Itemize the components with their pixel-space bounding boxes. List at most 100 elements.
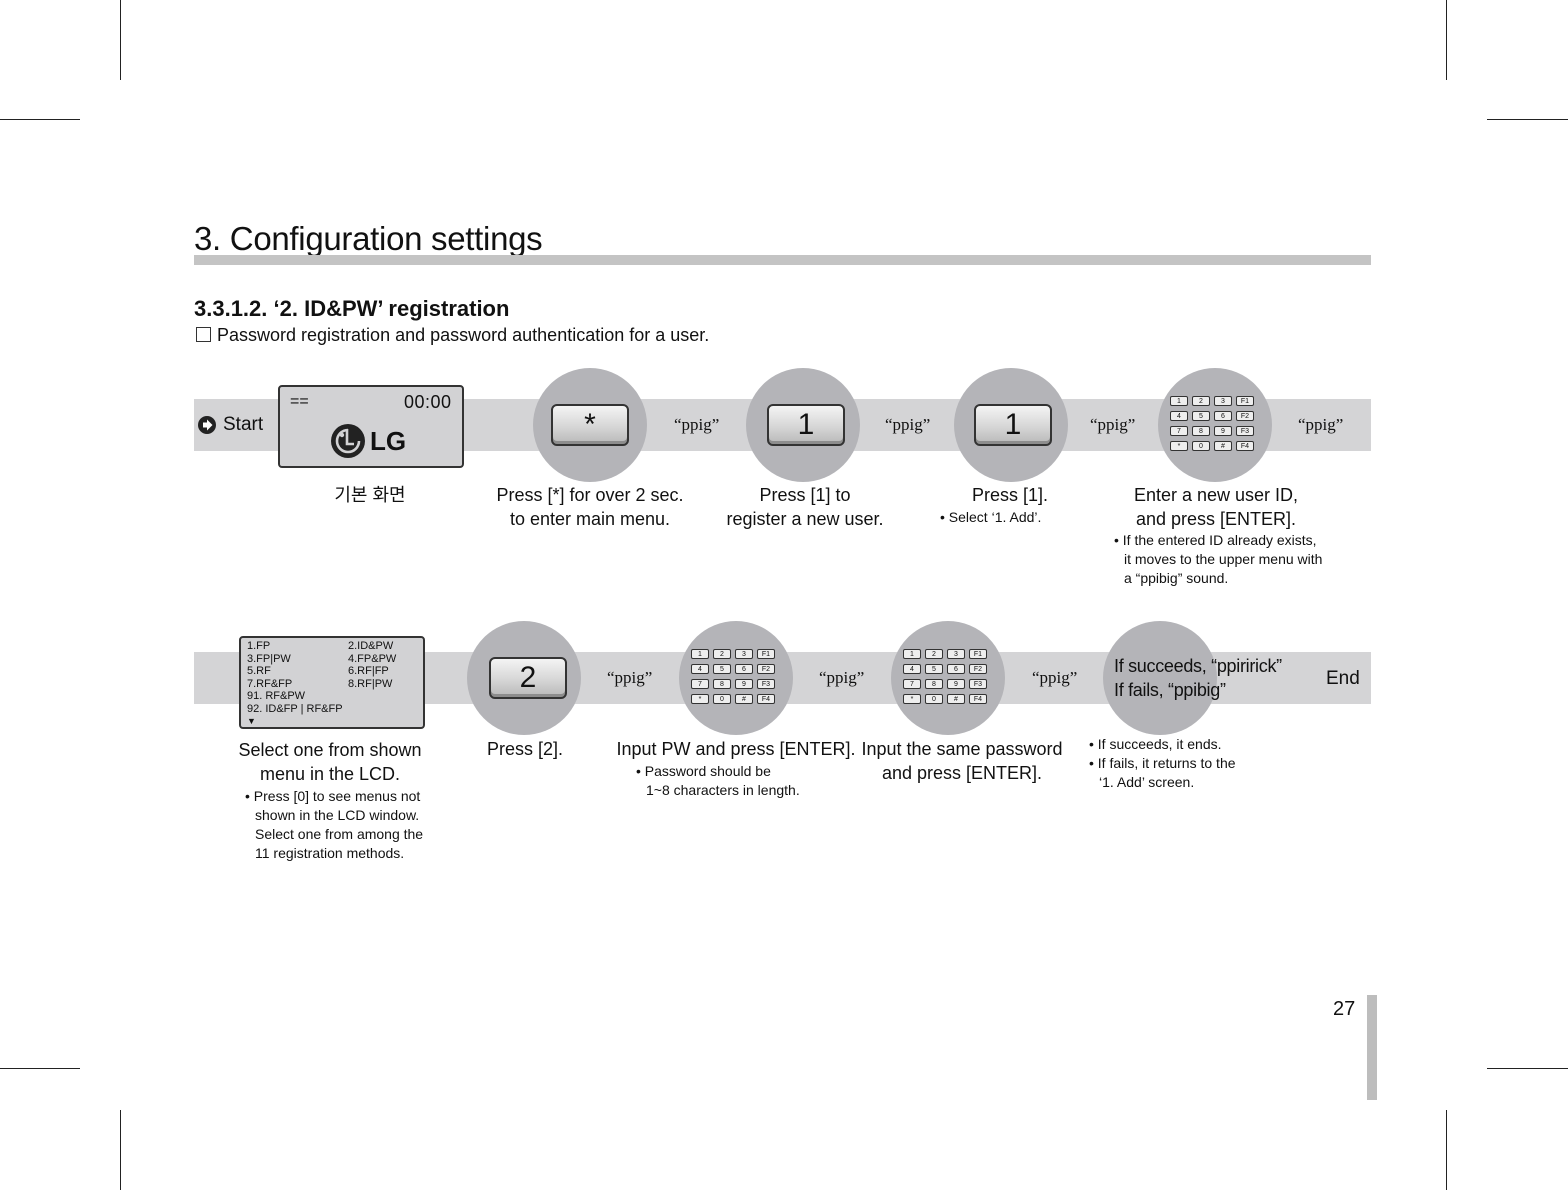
step-note: • Select ‘1. Add’. [940, 509, 1042, 525]
crop-mark [0, 1068, 80, 1069]
result-line: If succeeds, “ppiririck” [1114, 656, 1282, 676]
lg-logo-text: LG [370, 425, 407, 456]
lg-face-icon [331, 424, 365, 458]
keypad-key: 7 [903, 679, 921, 689]
keypad-key: # [1214, 441, 1232, 451]
keypad-key: 2 [713, 649, 731, 659]
end-label: End [1326, 668, 1360, 689]
note-line: Select one from among the [255, 826, 424, 842]
keypad-key: F1 [969, 649, 987, 659]
description-text: Password registration and password authe… [217, 325, 710, 345]
keypad-key: 1 [1170, 396, 1188, 406]
keypad-key: 0 [1192, 441, 1210, 451]
note-line: • If succeeds, it ends. [1089, 736, 1222, 752]
keypad-key: 1 [903, 649, 921, 659]
keypad-key: F4 [1236, 441, 1254, 451]
keypad-key: F3 [969, 679, 987, 689]
keypad-key: 4 [1170, 411, 1188, 421]
keypad-key: 7 [691, 679, 709, 689]
crop-mark [120, 0, 121, 80]
beep-label: “ppig” [1090, 415, 1136, 434]
step-caption: Press [2]. [486, 739, 564, 759]
beep-label: “ppig” [674, 415, 720, 434]
menu-caption: Select one from shown menu in the LCD. [210, 738, 450, 786]
menu-item: 2.ID&PW [348, 640, 394, 652]
result-line: If fails, “ppibig” [1114, 680, 1226, 700]
title-divider [194, 255, 1371, 265]
caption-line: register a new user. [726, 509, 884, 529]
note-line: 1~8 characters in length. [646, 782, 800, 798]
keypad-key: F2 [969, 664, 987, 674]
note-line: a “ppibig” sound. [1124, 570, 1229, 586]
keypad-key: F1 [757, 649, 775, 659]
keypad-key: 5 [925, 664, 943, 674]
menu-item: 7.RF&FP [247, 677, 293, 690]
section-description: Password registration and password authe… [196, 325, 709, 346]
menu-item: 8.RF|PW [348, 677, 393, 690]
menu-item: 91. RF&PW [247, 690, 306, 702]
caption-line: to enter main menu. [509, 509, 671, 529]
keypad-key: 6 [947, 664, 965, 674]
keypad-key: 8 [713, 679, 731, 689]
star-key: * [551, 404, 629, 446]
keypad-key: 6 [1214, 411, 1232, 421]
note-line: • If fails, it returns to the [1089, 755, 1236, 771]
section-title: 3.3.1.2. ‘2. ID&PW’ registration [194, 296, 510, 321]
keypad-key: 9 [947, 679, 965, 689]
keypad-key: 5 [713, 664, 731, 674]
keypad-key: # [735, 694, 753, 704]
note-line: shown in the LCD window. [255, 807, 420, 823]
beep-label: “ppig” [1032, 668, 1078, 687]
beep-label: “ppig” [607, 668, 653, 687]
note-line: • Password should be [636, 763, 771, 779]
step-circle [679, 621, 793, 735]
note-line: • Press [0] to see menus not [245, 788, 421, 804]
keypad-key: 0 [713, 694, 731, 704]
menu-list-left: 1.FP 3.FP|PW 5.RF 7.RF&FP 91. RF&PW 92. … [247, 640, 343, 728]
step-circle [1158, 368, 1272, 482]
note-line: ‘1. Add’ screen. [1099, 774, 1195, 790]
keypad-key: F2 [757, 664, 775, 674]
menu-item: 1.FP [247, 640, 271, 652]
step-note: • Password should be 1~8 characters in l… [636, 762, 800, 800]
crop-mark [1446, 0, 1447, 80]
result-text: If succeeds, “ppiririck” If fails, “ppib… [1114, 654, 1282, 702]
note-line: • If the entered ID already exists, [1114, 532, 1317, 548]
arrow-circle-icon [198, 416, 216, 434]
step-caption: Press [1]. [971, 485, 1049, 505]
keypad-key: 8 [1192, 426, 1210, 436]
lcd-menu-screen: 1.FP 3.FP|PW 5.RF 7.RF&FP 91. RF&PW 92. … [239, 636, 425, 729]
keypad-key: 5 [1192, 411, 1210, 421]
step-circle [891, 621, 1005, 735]
menu-list-right: 2.ID&PW 4.FP&PW 6.RF|FP 8.RF|PW [348, 640, 396, 690]
one-key: 1 [767, 404, 845, 446]
menu-item: 4.FP&PW [348, 652, 397, 665]
keypad-key: * [903, 694, 921, 704]
caption-line: Input the same password [861, 739, 1063, 759]
keypad-key: 3 [735, 649, 753, 659]
keypad-key: 2 [1192, 396, 1210, 406]
checkbox-icon [196, 327, 211, 342]
step-caption: Press [*] for over 2 sec. to enter main … [470, 483, 710, 531]
one-key: 1 [974, 404, 1052, 446]
page-number: 27 [1333, 998, 1356, 1020]
caption-line: menu in the LCD. [259, 764, 401, 784]
keypad-key: F1 [1236, 396, 1254, 406]
menu-item: 92. ID&FP | RF&FP [247, 702, 343, 715]
beep-label: “ppig” [1298, 415, 1344, 434]
keypad-key: 6 [735, 664, 753, 674]
step-caption: Input PW and press [ENTER]. [616, 739, 856, 759]
keypad-key: # [947, 694, 965, 704]
keypad-key: F3 [1236, 426, 1254, 436]
menu-item: 3.FP|PW [247, 652, 291, 665]
result-note: • If succeeds, it ends. • If fails, it r… [1089, 735, 1236, 792]
keypad-key: F3 [757, 679, 775, 689]
keypad-key: 3 [947, 649, 965, 659]
keypad-key: 3 [1214, 396, 1232, 406]
lcd-time: 00:00 [404, 392, 452, 412]
caption-line: and press [ENTER]. [881, 763, 1043, 783]
beep-label: “ppig” [819, 668, 865, 687]
keypad-key: 1 [691, 649, 709, 659]
keypad-key: 9 [735, 679, 753, 689]
keypad-key: 9 [1214, 426, 1232, 436]
